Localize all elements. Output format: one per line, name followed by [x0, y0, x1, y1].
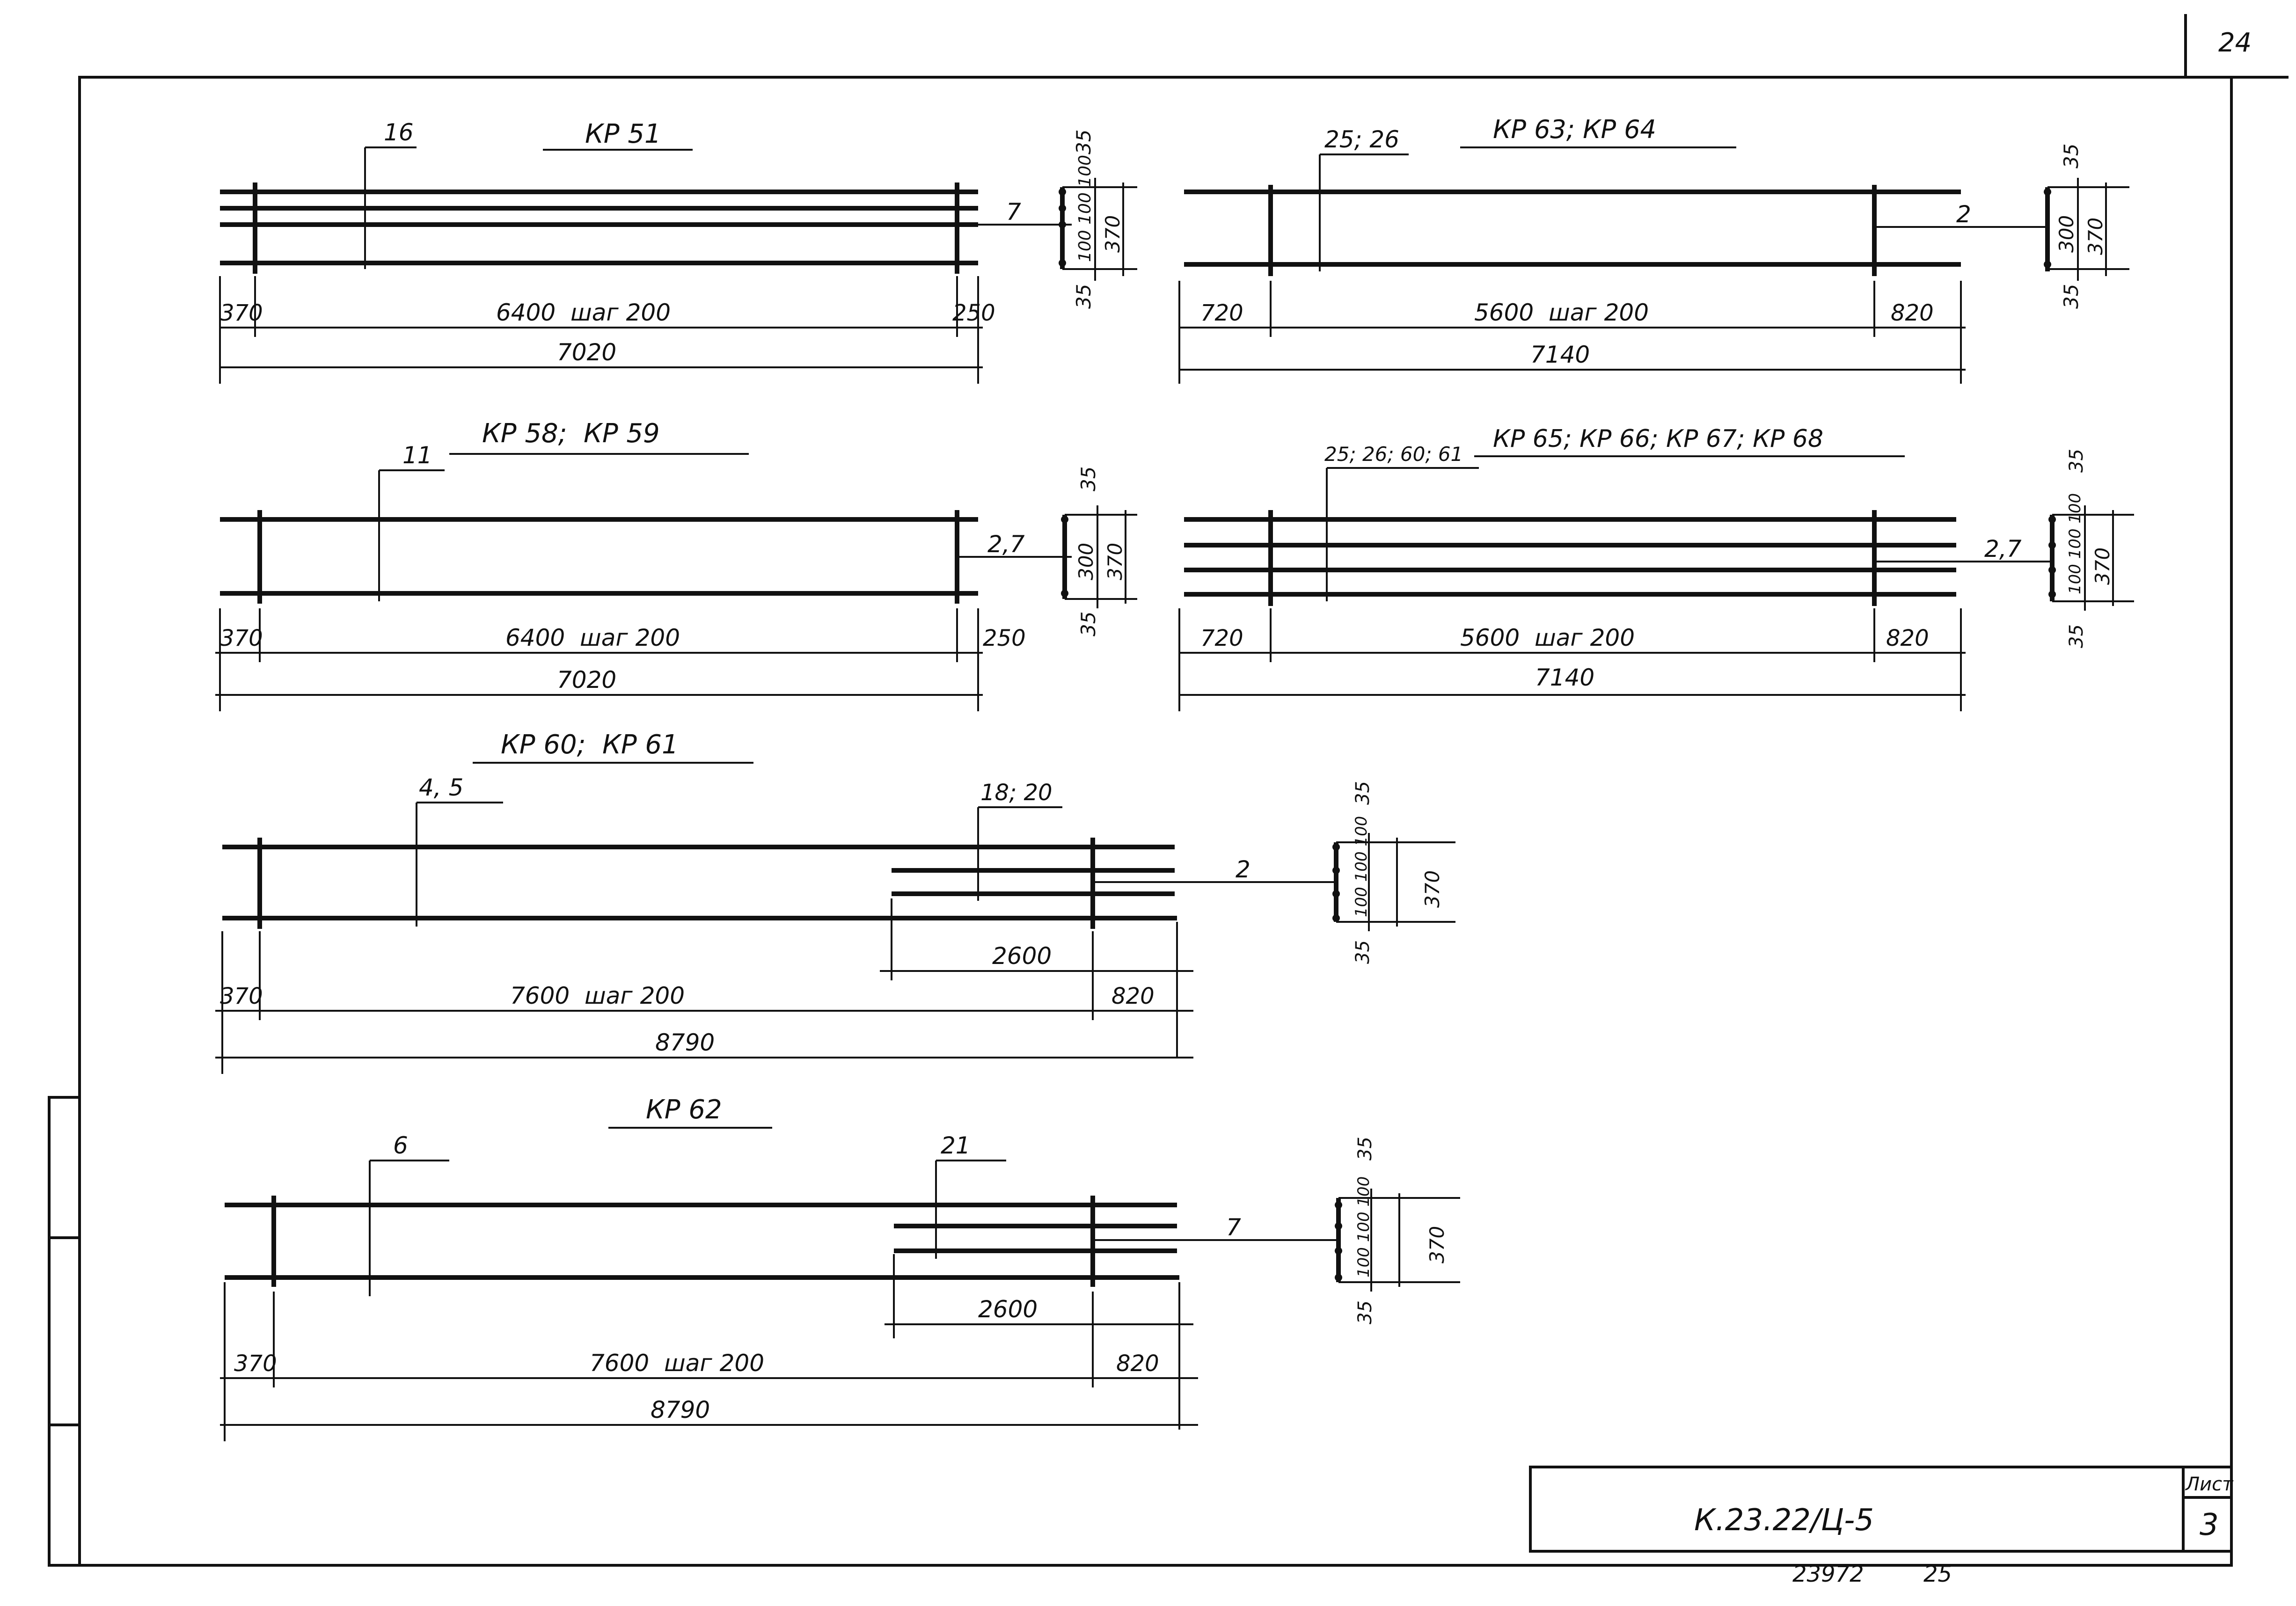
frame-title: КР 58; КР 59	[482, 418, 660, 449]
dim-upper: 2600	[978, 1296, 1038, 1323]
corner-page-number: 24	[2218, 28, 2252, 58]
mark2-label: 21	[941, 1132, 971, 1159]
dim-right-end: 820	[1891, 300, 1934, 326]
frame-title: КР 51	[585, 119, 661, 149]
title-block: К.23.22/Ц-5 Лист 3	[1529, 1466, 2234, 1553]
archive-number: 23972	[1792, 1561, 1864, 1587]
frame-kr60-kr61: КР 60; КР 61 4, 5 18; 20 2 2600 370 7600…	[215, 730, 1455, 1074]
dim-total: 8790	[655, 1029, 715, 1056]
cross-section: 35 100 100 100 35 370	[1059, 130, 1137, 309]
section-spacings: 300	[1075, 543, 1097, 580]
section-bottom-cover: 35	[1072, 284, 1095, 309]
section-top-cover: 35	[1352, 781, 1374, 805]
archive-suffix: 25	[1923, 1561, 1952, 1587]
section-height: 370	[1104, 543, 1126, 580]
dim-left-end: 370	[220, 625, 263, 651]
section-top-cover: 35	[1072, 130, 1095, 154]
cross-section: 35 300 35 370	[2044, 144, 2129, 309]
sheet-number: 3	[2200, 1508, 2219, 1542]
dim-left-end: 720	[1200, 625, 1243, 651]
section-spacings: 300	[2055, 215, 2078, 253]
frame-title: КР 65; КР 66; КР 67; КР 68	[1493, 425, 1823, 453]
frame-kr63-kr64: КР 63; КР 64 25; 26 2 720 5600 шаг 200 8…	[1178, 115, 2129, 384]
dim-middle: 7600 шаг 200	[590, 1350, 764, 1377]
dim-left-end: 370	[220, 983, 263, 1009]
frame-kr51: КР 51 16 7 370 6400 шаг 200 250 7020	[219, 119, 1137, 384]
dim-right-end: 250	[952, 300, 995, 326]
section-bottom-cover: 35	[2066, 624, 2087, 648]
dim-total: 7020	[557, 339, 616, 366]
tag-label: 2,7	[1984, 535, 2022, 562]
dim-left-end: 370	[234, 1350, 277, 1377]
mark-label: 11	[402, 442, 432, 469]
dim-middle: 7600 шаг 200	[510, 982, 685, 1009]
document-code: К.23.22/Ц-5	[1694, 1503, 1874, 1538]
dim-total: 7020	[557, 666, 616, 694]
dim-total: 8790	[651, 1396, 710, 1424]
section-top-cover: 35	[1077, 467, 1100, 491]
dim-right-end: 820	[1886, 625, 1929, 651]
section-bottom-cover: 35	[2060, 284, 2083, 309]
section-height: 370	[1426, 1226, 1448, 1263]
section-spacings: 100 100 100	[1075, 155, 1095, 262]
frame-kr65-kr68: КР 65; КР 66; КР 67; КР 68 25; 26; 60; 6…	[1178, 425, 2134, 711]
section-top-cover: 35	[2060, 144, 2083, 168]
mark-label: 16	[384, 119, 414, 146]
dim-total: 7140	[1530, 341, 1590, 368]
dim-middle: 5600 шаг 200	[1474, 299, 1649, 326]
section-bottom-cover: 35	[1077, 612, 1100, 636]
tag-label: 7	[1226, 1214, 1241, 1241]
dim-upper: 2600	[992, 942, 1052, 970]
mark-label: 25; 26	[1324, 126, 1399, 153]
mark2-label: 18; 20	[980, 780, 1053, 806]
cross-section: 35 300 35 370	[1061, 467, 1137, 636]
section-spacings: 100 100 100	[2066, 493, 2084, 594]
dim-right-end: 820	[1111, 983, 1155, 1009]
section-bottom-cover: 35	[1352, 940, 1374, 964]
section-height: 370	[2091, 548, 2114, 585]
section-top-cover: 35	[1354, 1137, 1376, 1161]
section-height: 370	[2084, 218, 2107, 255]
dim-middle: 6400 шаг 200	[505, 624, 680, 651]
tag-label: 2,7	[987, 531, 1025, 558]
dim-left-end: 720	[1200, 300, 1243, 326]
cross-section: 35 100 100 100 35 370	[1332, 781, 1455, 964]
mark-label: 6	[393, 1132, 408, 1159]
dim-right-end: 250	[983, 625, 1026, 651]
mark-label: 25; 26; 60; 61	[1324, 443, 1463, 466]
dim-middle: 5600 шаг 200	[1460, 624, 1635, 651]
section-bottom-cover: 35	[1354, 1300, 1376, 1324]
frame-kr62: КР 62 6 21 7 2600 370 7600 шаг 200 820 8…	[220, 1095, 1460, 1441]
section-height: 370	[1421, 870, 1444, 908]
cross-section: 35 100 100 100 35 370	[2048, 449, 2134, 648]
section-spacings: 100 100 100	[1352, 816, 1371, 917]
frame-kr58-kr59: КР 58; КР 59 11 2,7 370 6400 шаг 200 250…	[215, 418, 1137, 711]
tag-label: 7	[1006, 198, 1021, 226]
dim-total: 7140	[1535, 664, 1594, 691]
dim-right-end: 820	[1116, 1350, 1159, 1377]
section-top-cover: 35	[2066, 449, 2087, 473]
frame-title: КР 62	[646, 1095, 722, 1125]
sheet-frame	[48, 14, 2289, 1567]
dim-middle: 6400 шаг 200	[496, 299, 671, 326]
tag-label: 2	[1956, 201, 1971, 228]
sheet-label: Лист	[2185, 1474, 2234, 1495]
section-spacings: 100 100 100	[1354, 1176, 1373, 1278]
mark-label: 4, 5	[419, 774, 463, 801]
frame-title: КР 60; КР 61	[501, 730, 679, 760]
cross-section: 35 100 100 100 35 370	[1335, 1137, 1460, 1324]
dim-left-end: 370	[220, 300, 263, 326]
section-height: 370	[1101, 215, 1124, 253]
frame-title: КР 63; КР 64	[1493, 115, 1656, 144]
tag-label: 2	[1236, 856, 1250, 883]
